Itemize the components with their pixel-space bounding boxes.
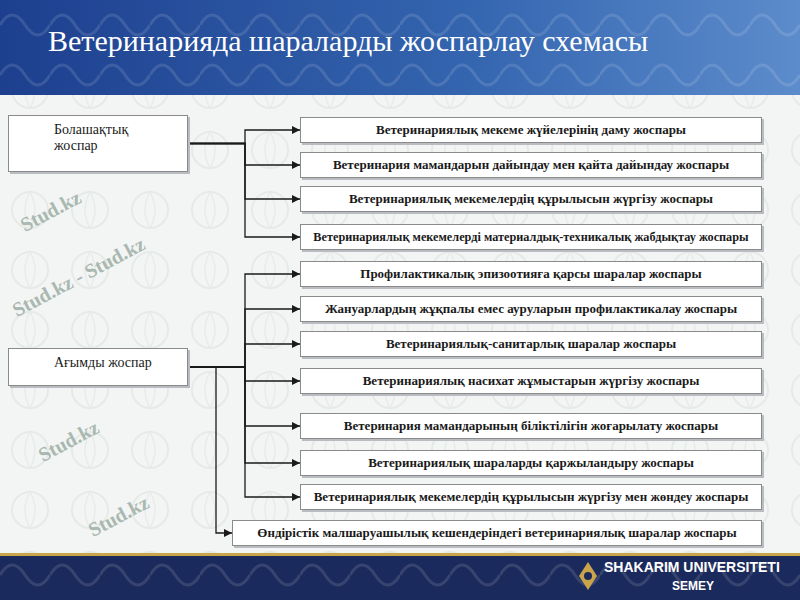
box-text: Ветеринариялық насихат жұмыстарын жүргіз… — [363, 374, 700, 389]
plan-box: Ветеринариялық шараларды қаржыландыру жо… — [300, 450, 762, 476]
footer-ornament — [0, 553, 800, 600]
plan-box: Профилактикалық эпизоотияға қарсы шарала… — [300, 261, 762, 287]
box-text: Ветеринариялық-санитарлық шаралар жоспар… — [386, 337, 676, 352]
connector-arrow — [188, 144, 300, 200]
plan-box: Ветеринариялық мекеме жүйелерінің даму ж… — [300, 117, 762, 143]
banner-ornament — [0, 0, 800, 95]
box-text: Ветеринария мамандарының біліктілігін жо… — [344, 419, 718, 434]
university-name: SHAKARIM UNIVERSITETI — [604, 559, 780, 575]
connector-arrow — [188, 367, 300, 426]
plan-box: Жануарлардың жұқпалы емес ауруларын проф… — [300, 296, 762, 322]
plan-box: Ветеринариялық мекемелердің құрылысын жү… — [300, 186, 762, 212]
connector-arrow — [188, 309, 300, 367]
plan-group-box: Ағымды жоспар — [8, 348, 188, 386]
watermark: Stud.kz — [35, 416, 103, 467]
box-text: Ветеринариялық шараларды қаржыландыру жо… — [368, 456, 694, 471]
footer-banner — [0, 553, 800, 600]
connector-arrow — [188, 144, 300, 238]
slide-title: Ветеринарияда шараларды жоспарлау схемас… — [48, 24, 648, 58]
connector-arrow — [188, 367, 300, 497]
connector-arrow — [188, 367, 232, 533]
connector-arrow — [188, 344, 300, 367]
connector-arrow — [188, 274, 300, 367]
box-text: Болашақтық жоспар — [54, 122, 154, 154]
university-city: SEMEY — [672, 579, 714, 593]
box-text: Ветеринария мамандарын дайындау мен қайт… — [333, 158, 729, 173]
ornament-ground — [0, 95, 800, 553]
plan-box: Өндірістік малшаруашылық кешендеріндегі … — [232, 520, 762, 546]
connector-arrow — [188, 130, 300, 144]
university-logo — [579, 562, 597, 590]
watermark: Stud.kz - Stud.kz — [9, 232, 149, 321]
watermark: Stud.kz — [85, 491, 153, 542]
footer-stripe — [0, 553, 800, 556]
plan-box: Ветеринария мамандарының біліктілігін жо… — [300, 413, 762, 439]
title-banner — [0, 0, 800, 95]
plan-box: Ветеринариялық насихат жұмыстарын жүргіз… — [300, 368, 762, 394]
box-text: Профилактикалық эпизоотияға қарсы шарала… — [360, 267, 701, 282]
box-text: Ветеринариялық мекеме жүйелерінің даму ж… — [376, 123, 686, 138]
box-text: Ветеринариялық мекемелердің құрылысын жү… — [314, 490, 749, 505]
box-text: Жануарлардың жұқпалы емес ауруларын проф… — [325, 302, 737, 317]
plan-box: Ветеринариялық мекемелерді материалдық-т… — [300, 224, 762, 250]
plan-box: Ветеринариялық-санитарлық шаралар жоспар… — [300, 331, 762, 357]
box-text: Өндірістік малшаруашылық кешендеріндегі … — [257, 526, 736, 541]
box-text: Ағымды жоспар — [54, 355, 152, 371]
plan-group-box: Болашақтық жоспар — [8, 115, 188, 172]
connector-arrow — [188, 367, 300, 381]
watermark: Stud.kz — [17, 186, 85, 237]
box-text: Ветеринариялық мекемелерді материалдық-т… — [313, 230, 748, 244]
plan-box: Ветеринариялық мекемелердің құрылысын жү… — [300, 484, 762, 510]
connector-arrow — [188, 367, 300, 463]
plan-box: Ветеринария мамандарын дайындау мен қайт… — [300, 152, 762, 178]
connector-arrow — [188, 144, 300, 166]
box-text: Ветеринариялық мекемелердің құрылысын жү… — [349, 192, 713, 207]
